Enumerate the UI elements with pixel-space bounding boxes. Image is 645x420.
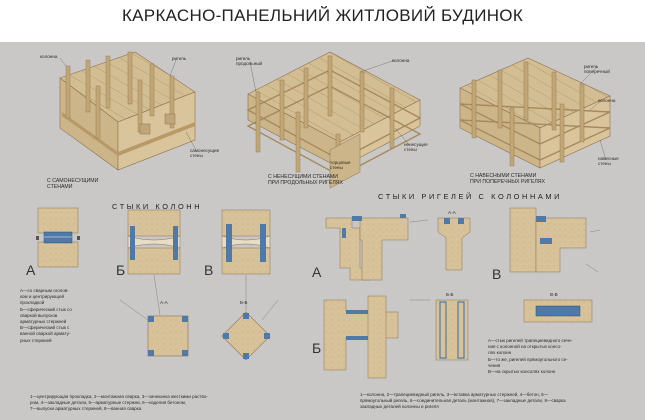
label-b2-walls: ненесущие стены bbox=[404, 142, 428, 152]
girder-section-bb-label: Б-Б bbox=[446, 292, 454, 297]
building-curtain-wall bbox=[459, 57, 611, 169]
label-b1-walls: самонесущие стены bbox=[190, 148, 220, 158]
label-b3-girder: ригель поперечный bbox=[584, 64, 610, 74]
girder-joints-legend: А—стык ригелей трапециевидного сече- ния… bbox=[488, 338, 573, 375]
caption-self-bearing: С САМОНЕСУЩИМИ СТЕНАМИ bbox=[47, 178, 99, 190]
column-joints-drawings bbox=[36, 207, 279, 361]
label-b3-walls: навесные стены bbox=[598, 156, 619, 166]
page-title: КАРКАСНО-ПАНЕЛЬНИЙ ЖИТЛОВИЙ БУДИНОК bbox=[121, 6, 524, 25]
girder-section-vv-label: В-В bbox=[550, 292, 558, 297]
building-self-bearing bbox=[59, 51, 197, 171]
label-b2-end-walls: торцовые стены bbox=[330, 160, 351, 170]
column-joints-footer: 1—центрирующая прокладка, 2—монтажная св… bbox=[30, 394, 208, 412]
column-joints-legend: А—со сварным оголов- ком и центрирующей … bbox=[20, 288, 72, 343]
label-b2-column: колонна bbox=[392, 58, 410, 63]
column-joint-v-letter: В bbox=[204, 262, 214, 278]
caption-curtain-wall: С НАВЕСНЫМИ СТЕНАМИ ПРИ ПОПЕРЕЧНЫХ РИГЕЛ… bbox=[470, 173, 545, 185]
girder-joints-heading: СТЫКИ РИГЕЛЕЙ С КОЛОННАМИ bbox=[378, 192, 563, 201]
girder-joint-v-letter: В bbox=[492, 266, 502, 282]
column-joint-b-letter: Б bbox=[116, 262, 126, 278]
poster-drawing bbox=[36, 51, 611, 379]
girder-joint-a-letter: А bbox=[312, 264, 322, 280]
girder-section-aa-label: А-А bbox=[448, 210, 456, 215]
girder-joints-footer: 1—колонна, 2—трапециевидный ригель, 3—вс… bbox=[360, 392, 566, 410]
section-aa-label: А-А bbox=[160, 300, 168, 305]
building-non-bearing bbox=[246, 51, 422, 189]
poster: С САМОНЕСУЩИМИ СТЕНАМИ С НЕНЕСУЩИМИ СТЕН… bbox=[0, 42, 645, 420]
label-b1-girder: ригель bbox=[172, 56, 187, 61]
label-b1-column: колонна bbox=[40, 54, 58, 59]
label-b3-column: колонна bbox=[598, 98, 616, 103]
title-bar: КАРКАСНО-ПАНЕЛЬНИЙ ЖИТЛОВИЙ БУДИНОК bbox=[0, 0, 645, 42]
column-joint-a-letter: А bbox=[26, 262, 36, 278]
caption-non-bearing: С НЕНЕСУЩИМИ СТЕНАМИ ПРИ ПРОДОЛЬНЫХ РИГЕ… bbox=[268, 174, 343, 186]
girder-joint-b-letter: Б bbox=[312, 340, 322, 356]
label-b2-girder: ригель продольный bbox=[236, 56, 263, 66]
column-joints-heading: СТЫКИ КОЛОНН bbox=[112, 202, 203, 211]
section-bb-label: Б-Б bbox=[240, 300, 248, 305]
girder-joints-drawings bbox=[323, 207, 601, 379]
